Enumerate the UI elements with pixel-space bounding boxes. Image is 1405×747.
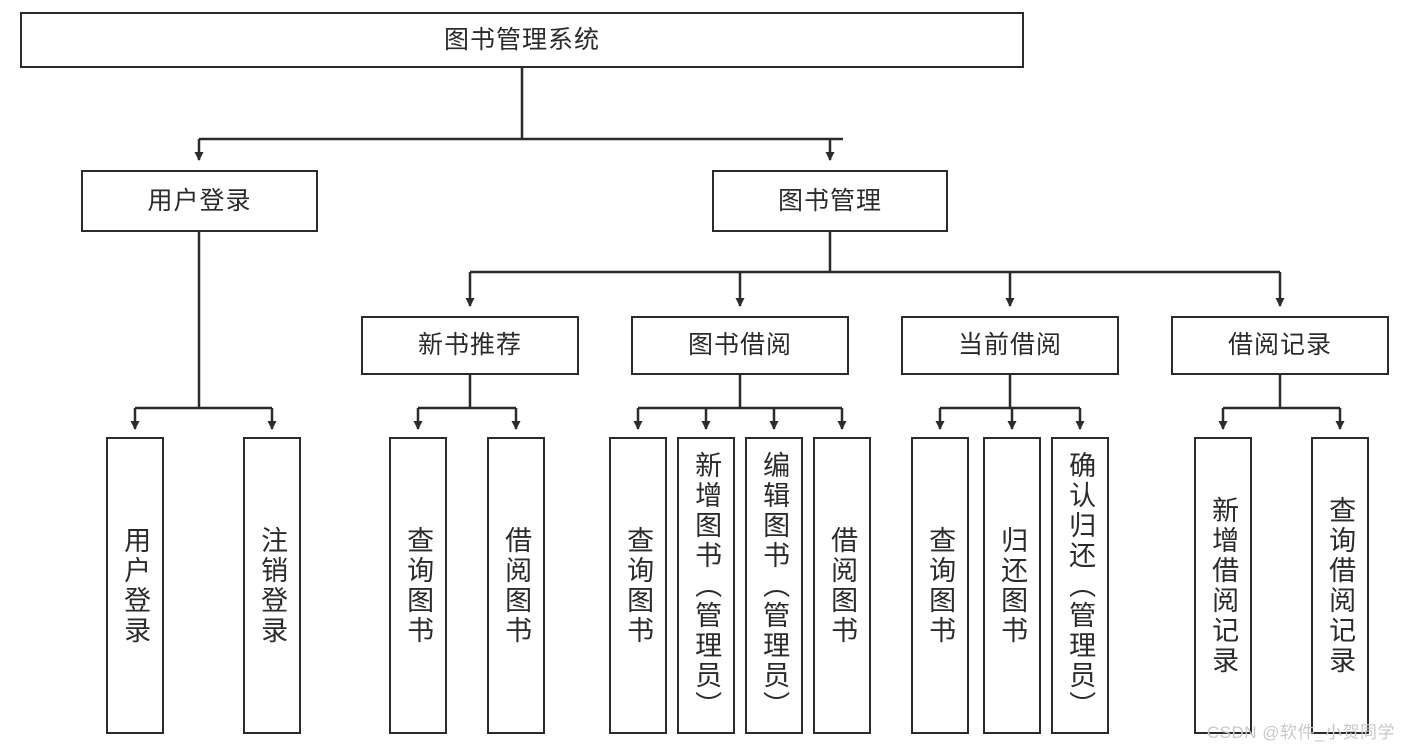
node-leaf-add-book-admin[interactable]: 新增图书（管理员） [677,437,735,734]
node-book-manage[interactable]: 图书管理 [712,170,948,232]
node-user-login-label: 用户登录 [147,186,252,215]
node-leaf-edit-book-admin[interactable]: 编辑图书（管理员） [745,437,803,734]
node-leaf-return-book[interactable]: 归还图书 [983,437,1041,734]
node-root-label: 图书管理系统 [443,25,600,54]
node-leaf-add-borrow-record-label: 新增借阅记录 [1208,495,1239,676]
node-leaf-confirm-return-admin-label: 确认归还（管理员） [1065,450,1096,721]
node-book-manage-label: 图书管理 [777,186,882,215]
node-borrow-record[interactable]: 借阅记录 [1171,316,1389,375]
node-leaf-add-borrow-record[interactable]: 新增借阅记录 [1194,437,1252,734]
node-leaf-query-book-2[interactable]: 查询图书 [609,437,667,734]
node-leaf-return-book-label: 归还图书 [997,525,1028,646]
node-leaf-confirm-return-admin[interactable]: 确认归还（管理员） [1051,437,1109,734]
node-leaf-query-borrow-record[interactable]: 查询借阅记录 [1311,437,1369,734]
node-root[interactable]: 图书管理系统 [20,12,1024,68]
node-leaf-borrow-book-1-label: 借阅图书 [501,525,532,646]
node-current-borrow[interactable]: 当前借阅 [901,316,1119,375]
node-current-borrow-label: 当前借阅 [957,331,1062,359]
node-leaf-query-book-2-label: 查询图书 [623,525,654,646]
node-book-borrow-label: 图书借阅 [687,331,792,359]
node-leaf-borrow-book-1[interactable]: 借阅图书 [487,437,545,734]
node-borrow-record-label: 借阅记录 [1227,331,1332,359]
node-leaf-user-login[interactable]: 用户登录 [106,437,164,734]
node-new-book-recommend-label: 新书推荐 [417,331,522,359]
node-leaf-query-book-1[interactable]: 查询图书 [389,437,447,734]
node-leaf-add-book-admin-label: 新增图书（管理员） [691,450,722,721]
node-leaf-query-borrow-record-label: 查询借阅记录 [1325,495,1356,676]
node-leaf-logout-login[interactable]: 注销登录 [243,437,301,734]
node-leaf-query-book-3-label: 查询图书 [925,525,956,646]
node-leaf-borrow-book-2-label: 借阅图书 [827,525,858,646]
node-user-login[interactable]: 用户登录 [81,170,318,232]
node-leaf-edit-book-admin-label: 编辑图书（管理员） [759,450,790,721]
node-leaf-borrow-book-2[interactable]: 借阅图书 [813,437,871,734]
node-book-borrow[interactable]: 图书借阅 [631,316,849,375]
node-leaf-query-book-3[interactable]: 查询图书 [911,437,969,734]
node-leaf-logout-login-label: 注销登录 [257,525,288,646]
node-new-book-recommend[interactable]: 新书推荐 [361,316,579,375]
node-leaf-user-login-label: 用户登录 [120,525,151,646]
node-leaf-query-book-1-label: 查询图书 [403,525,434,646]
